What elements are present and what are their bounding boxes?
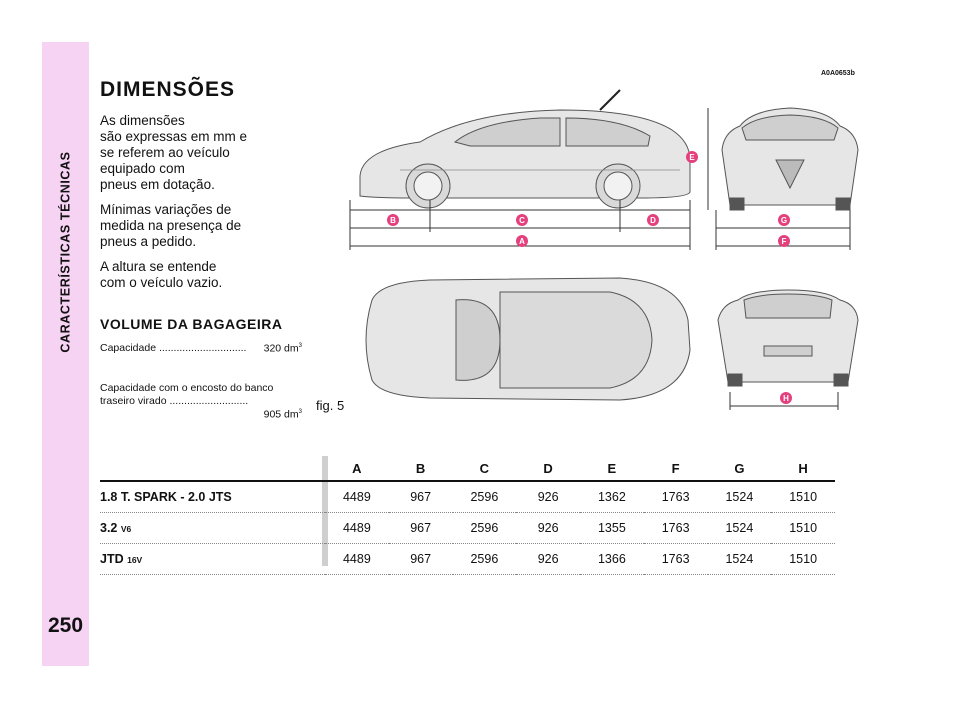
table-cell: 1524 bbox=[707, 543, 772, 575]
figure-label: fig. 5 bbox=[316, 398, 345, 413]
table-cell: 2596 bbox=[452, 512, 517, 544]
dimension-badge-h: H bbox=[780, 392, 792, 404]
table-cell: 1510 bbox=[771, 543, 835, 575]
luggage-title: VOLUME DA BAGAGEIRA bbox=[100, 316, 283, 332]
table-header: H bbox=[798, 460, 808, 476]
table-cell: 1510 bbox=[771, 480, 835, 513]
table-cell: 1366 bbox=[580, 543, 644, 575]
dimension-badge-c: C bbox=[516, 214, 528, 226]
model-cell: 3.2 V6 bbox=[100, 512, 325, 544]
car-front-view bbox=[721, 107, 859, 211]
table-cell: 1510 bbox=[771, 512, 835, 544]
table-cell: 1362 bbox=[580, 480, 644, 513]
table-cell: 1763 bbox=[643, 512, 708, 544]
svg-text:C: C bbox=[519, 216, 525, 225]
table-header-row: A B C D E F G H bbox=[100, 456, 835, 481]
capacity-seat-label: Capacidade com o encosto do banco trasei… bbox=[100, 382, 274, 407]
table-row: 1.8 T. SPARK - 2.0 JTS 4489 967 2596 926… bbox=[100, 480, 835, 513]
capacity-row: Capacidade .............................… bbox=[100, 342, 302, 355]
capacity-seat-value-group: 905 dm3 bbox=[264, 406, 302, 422]
car-top-view bbox=[365, 277, 691, 401]
dimension-badge-f: F bbox=[778, 235, 790, 247]
capacity-label: Capacidade .............................… bbox=[100, 342, 247, 354]
model-cell: JTD 16V bbox=[100, 543, 325, 575]
svg-text:B: B bbox=[390, 216, 396, 225]
table-header: A bbox=[352, 460, 362, 476]
svg-text:A: A bbox=[519, 237, 525, 246]
table-header-model bbox=[100, 456, 325, 481]
dimensions-table: A B C D E F G H 1.8 T. SPARK - 2.0 JTS 4… bbox=[100, 456, 835, 575]
model-cell: 1.8 T. SPARK - 2.0 JTS bbox=[100, 480, 325, 513]
table-row: JTD 16V 4489 967 2596 926 1366 1763 1524… bbox=[100, 543, 835, 575]
table-cell: 4489 bbox=[325, 543, 389, 575]
capacity-value-group: 320 dm3 bbox=[264, 340, 302, 356]
table-cell: 967 bbox=[388, 512, 453, 544]
table-cell: 1524 bbox=[707, 480, 772, 513]
page-title: DIMENSÕES bbox=[100, 78, 236, 101]
table-header: G bbox=[734, 460, 745, 476]
dimension-badge-b: B bbox=[387, 214, 399, 226]
sidebar-band bbox=[42, 42, 89, 666]
dimension-badge-g: G bbox=[778, 214, 790, 226]
capacity-seat-unit-exp: 3 bbox=[298, 408, 302, 415]
table-header: B bbox=[415, 460, 426, 476]
capacity-value: 320 dm bbox=[263, 342, 299, 354]
figure-code: A0A0653b bbox=[821, 70, 855, 77]
table-cell: 926 bbox=[516, 543, 580, 575]
table-row: 3.2 V6 4489 967 2596 926 1355 1763 1524 … bbox=[100, 512, 835, 544]
svg-text:H: H bbox=[783, 394, 789, 403]
table-cell: 1763 bbox=[643, 480, 708, 513]
svg-text:D: D bbox=[650, 216, 656, 225]
dimension-badge-d: D bbox=[647, 214, 659, 226]
intro-paragraph: As dimensões são expressas em mm e se re… bbox=[100, 113, 248, 192]
table-cell: 1355 bbox=[580, 512, 644, 544]
table-header: F bbox=[671, 460, 680, 476]
table-cell: 4489 bbox=[325, 480, 389, 513]
table-cell: 1763 bbox=[643, 543, 708, 575]
capacity-seat-value: 905 dm bbox=[263, 408, 299, 420]
dimension-badge-a: A bbox=[516, 235, 528, 247]
capacity-unit-exp: 3 bbox=[298, 342, 302, 349]
height-paragraph: A altura se entende com o veículo vazio. bbox=[100, 259, 223, 290]
table-cell: 2596 bbox=[452, 543, 517, 575]
variation-paragraph: Mínimas variações de medida na presença … bbox=[100, 202, 242, 249]
capacity-seat-row: Capacidade com o encosto do banco trasei… bbox=[100, 369, 302, 421]
table-cell: 2596 bbox=[452, 480, 517, 513]
table-header: D bbox=[543, 460, 553, 476]
table-cell: 926 bbox=[516, 512, 580, 544]
table-header: C bbox=[479, 460, 490, 476]
svg-text:G: G bbox=[781, 216, 787, 225]
table-cell: 967 bbox=[388, 480, 453, 513]
car-side-view bbox=[359, 89, 691, 209]
svg-text:E: E bbox=[689, 153, 695, 162]
svg-text:F: F bbox=[782, 237, 787, 246]
car-rear-view bbox=[717, 289, 859, 387]
table-cell: 967 bbox=[388, 543, 453, 575]
page-number: 250 bbox=[47, 614, 84, 637]
dimension-badge-e: E bbox=[686, 151, 698, 163]
table-header: E bbox=[607, 460, 617, 476]
table-cell: 926 bbox=[516, 480, 580, 513]
table-cell: 1524 bbox=[707, 512, 772, 544]
table-cell: 4489 bbox=[325, 512, 389, 544]
